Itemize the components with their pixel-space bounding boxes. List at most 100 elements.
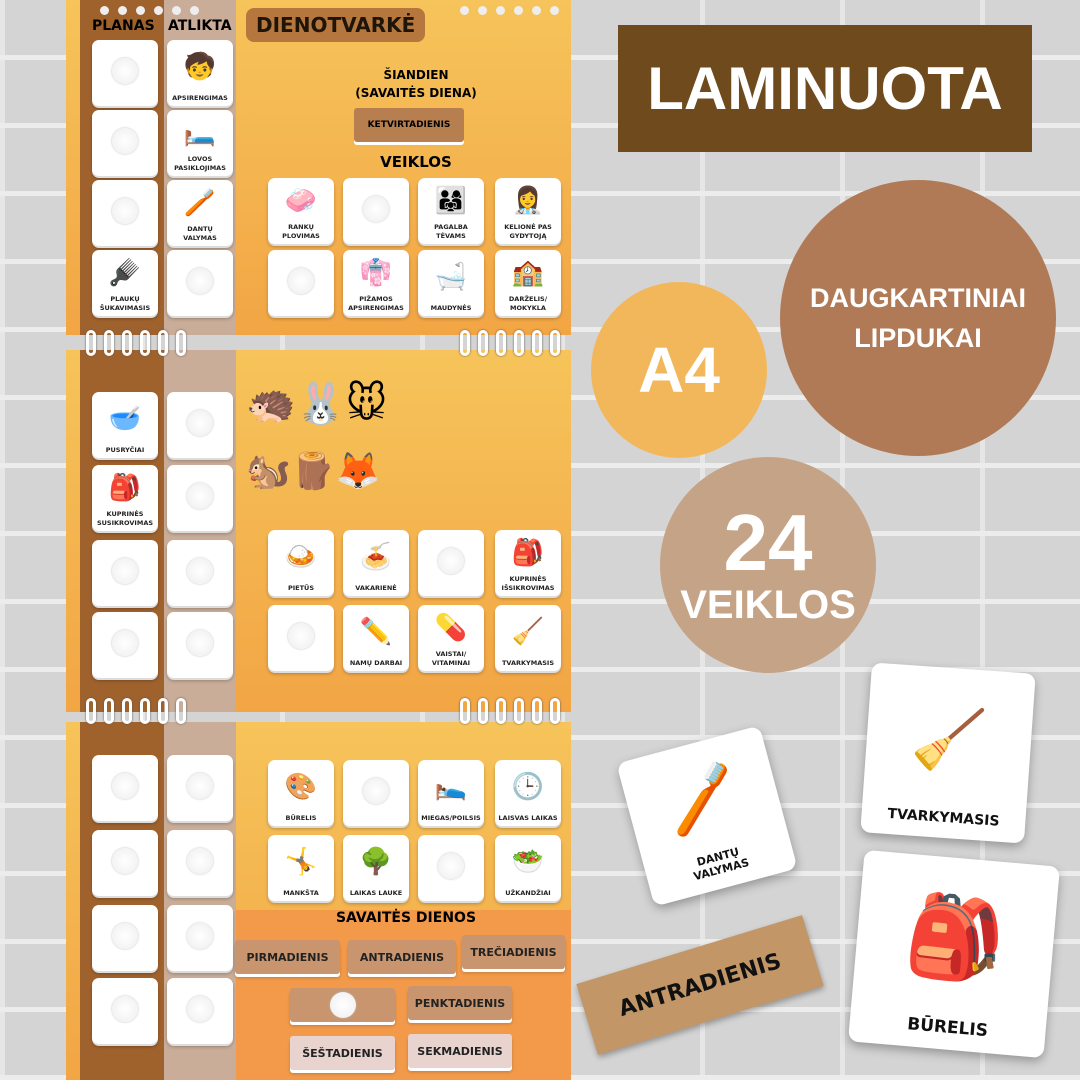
activity-icon: 🪥 (183, 187, 217, 218)
weekday-tag[interactable]: PIRMADIENIS (235, 940, 340, 974)
board-title: DIENOTVARKĖ (246, 8, 426, 42)
activity-card[interactable]: 🍝VAKARIENĖ (343, 530, 409, 596)
activity-card[interactable]: 🧼 RANKŲ PLOVIMAS (268, 178, 334, 244)
empty-slot[interactable] (167, 540, 233, 606)
weekday-tag[interactable]: SEKMADIENIS (408, 1034, 512, 1068)
plan-card[interactable]: 🥣PUSRYČIAI (92, 392, 158, 458)
plan-card[interactable]: 🎒KUPRINĖS SUSIKROVIMAS (92, 465, 158, 531)
activity-card[interactable]: 🤸MANKŠTA (268, 835, 334, 901)
velcro-dot-icon (112, 58, 138, 84)
activity-card[interactable]: 🏫DARŽELIS/ MOKYKLA (495, 250, 561, 316)
weekday-tag[interactable]: PENKTADIENIS (408, 986, 512, 1020)
binder-ring-icon (532, 330, 542, 356)
plan-card[interactable]: 🪮PLAUKŲ ŠUKAVIMASIS (92, 250, 158, 316)
empty-slot[interactable] (92, 755, 158, 821)
activity-card[interactable]: 💊VAISTAI/ VITAMINAI (418, 605, 484, 671)
activity-label: MAUDYNĖS (430, 303, 472, 312)
empty-slot[interactable] (92, 612, 158, 678)
activity-icon: 🍝 (359, 541, 393, 572)
activity-label: VAISTAI/ VITAMINAI (431, 650, 471, 667)
binder-ring-icon (532, 698, 542, 724)
done-card[interactable]: 🪥 DANTŲ VALYMAS (167, 180, 233, 246)
empty-slot[interactable] (92, 110, 158, 176)
activity-icon: 🤸 (284, 846, 318, 877)
club-girl-icon: 🎒 (901, 886, 1010, 989)
empty-slot[interactable] (418, 530, 484, 596)
activity-card[interactable]: 🍛PIETŪS (268, 530, 334, 596)
count-badge: 24 VEIKLOS (660, 457, 876, 673)
binder-ring-icon (104, 330, 114, 356)
activity-label: LAIKAS LAUKE (349, 888, 403, 897)
binder-ring-icon (176, 330, 186, 356)
activity-label: DANTŲ VALYMAS (183, 225, 217, 242)
empty-slot[interactable] (92, 978, 158, 1044)
empty-slot[interactable] (343, 760, 409, 826)
activity-card[interactable]: 👩‍⚕️KELIONĖ PAS GYDYTOJĄ (495, 178, 561, 244)
activity-card[interactable]: 🛌MIEGAS/POILSIS (418, 760, 484, 826)
empty-slot[interactable] (268, 250, 334, 316)
activity-label: LAISVAS LAIKAS (498, 813, 558, 822)
activity-card[interactable]: 👨‍👩‍👧PAGALBA TĖVAMS (418, 178, 484, 244)
activity-card[interactable]: 🧹TVARKYMASIS (495, 605, 561, 671)
empty-slot[interactable] (167, 392, 233, 458)
punch-hole (550, 6, 559, 15)
activity-card[interactable]: 🌳 LAIKAS LAUKE (343, 835, 409, 901)
binder-ring-icon (122, 698, 132, 724)
weekday-tag[interactable]: TREČIADIENIS (462, 935, 565, 969)
empty-slot[interactable] (343, 178, 409, 244)
velcro-dot-icon (112, 996, 138, 1022)
activity-card[interactable]: 🛁MAUDYNĖS (418, 250, 484, 316)
today-value[interactable]: KETVIRTADIENIS (354, 108, 464, 142)
sample-card-teeth: 🪥 DANTŲ VALYMAS (616, 725, 798, 907)
weekday-empty-slot[interactable] (290, 988, 395, 1022)
velcro-dot-icon (112, 198, 138, 224)
activity-icon: 🥣 (108, 403, 142, 434)
reusable-text: DAUGKARTINIAI LIPDUKAI (810, 282, 1026, 354)
sample-day-text: ANTRADIENIS (615, 948, 785, 1022)
activity-icon: 🌳 (359, 846, 393, 877)
punch-hole (460, 6, 469, 15)
empty-slot[interactable] (167, 755, 233, 821)
activity-label: UŽKANDŽIAI (505, 888, 551, 897)
activity-card[interactable]: 👘PIŽAMOS APSIRENGIMAS (343, 250, 409, 316)
velcro-dot-icon (363, 196, 389, 222)
empty-slot[interactable] (92, 40, 158, 106)
empty-slot[interactable] (167, 612, 233, 678)
empty-slot[interactable] (92, 830, 158, 896)
size-text: A4 (638, 334, 720, 406)
done-card[interactable]: 🧒APSIRENGIMAS (167, 40, 233, 106)
empty-slot[interactable] (418, 835, 484, 901)
today-label: ŠIANDIEN (SAVAITĖS DIENA) (355, 68, 477, 100)
empty-slot[interactable] (92, 180, 158, 246)
activity-label: RANKŲ PLOVIMAS (282, 223, 320, 240)
activity-icon: 🍛 (284, 541, 318, 572)
activity-card[interactable]: 🎒KUPRINĖS IŠSIKROVIMAS (495, 530, 561, 596)
binder-ring-icon (478, 330, 488, 356)
activity-icon: 🧼 (284, 185, 318, 216)
done-card[interactable]: 🛏️LOVOS PASIKLOJIMAS (167, 110, 233, 176)
weekday-tag[interactable]: ŠEŠTADIENIS (290, 1036, 395, 1070)
activity-card[interactable]: 🥗UŽKANDŽIAI (495, 835, 561, 901)
velcro-dot-icon (187, 848, 213, 874)
activity-card[interactable]: ✏️NAMŲ DARBAI (343, 605, 409, 671)
activity-label: PIŽAMOS APSIRENGIMAS (348, 295, 404, 312)
empty-slot[interactable] (92, 540, 158, 606)
punch-hole (478, 6, 487, 15)
activity-card[interactable]: 🕒LAISVAS LAIKAS (495, 760, 561, 826)
empty-slot[interactable] (167, 250, 233, 316)
weekday-tag[interactable]: ANTRADIENIS (348, 940, 456, 974)
empty-slot[interactable] (167, 978, 233, 1044)
activity-card[interactable]: 🎨BŪRELIS (268, 760, 334, 826)
empty-slot[interactable] (167, 465, 233, 531)
empty-slot[interactable] (167, 905, 233, 971)
empty-slot[interactable] (167, 830, 233, 896)
sample-card-club: 🎒 BŪRELIS (848, 849, 1060, 1059)
empty-slot[interactable] (268, 605, 334, 671)
velcro-dot-icon (187, 483, 213, 509)
activity-icon: 🛌 (434, 771, 468, 802)
velcro-dot-icon (187, 558, 213, 584)
sample-card-tidy: 🧹 TVARKYMASIS (860, 662, 1036, 844)
activity-label: KUPRINĖS IŠSIKROVIMAS (501, 575, 555, 592)
empty-slot[interactable] (92, 905, 158, 971)
binder-ring-icon (158, 330, 168, 356)
